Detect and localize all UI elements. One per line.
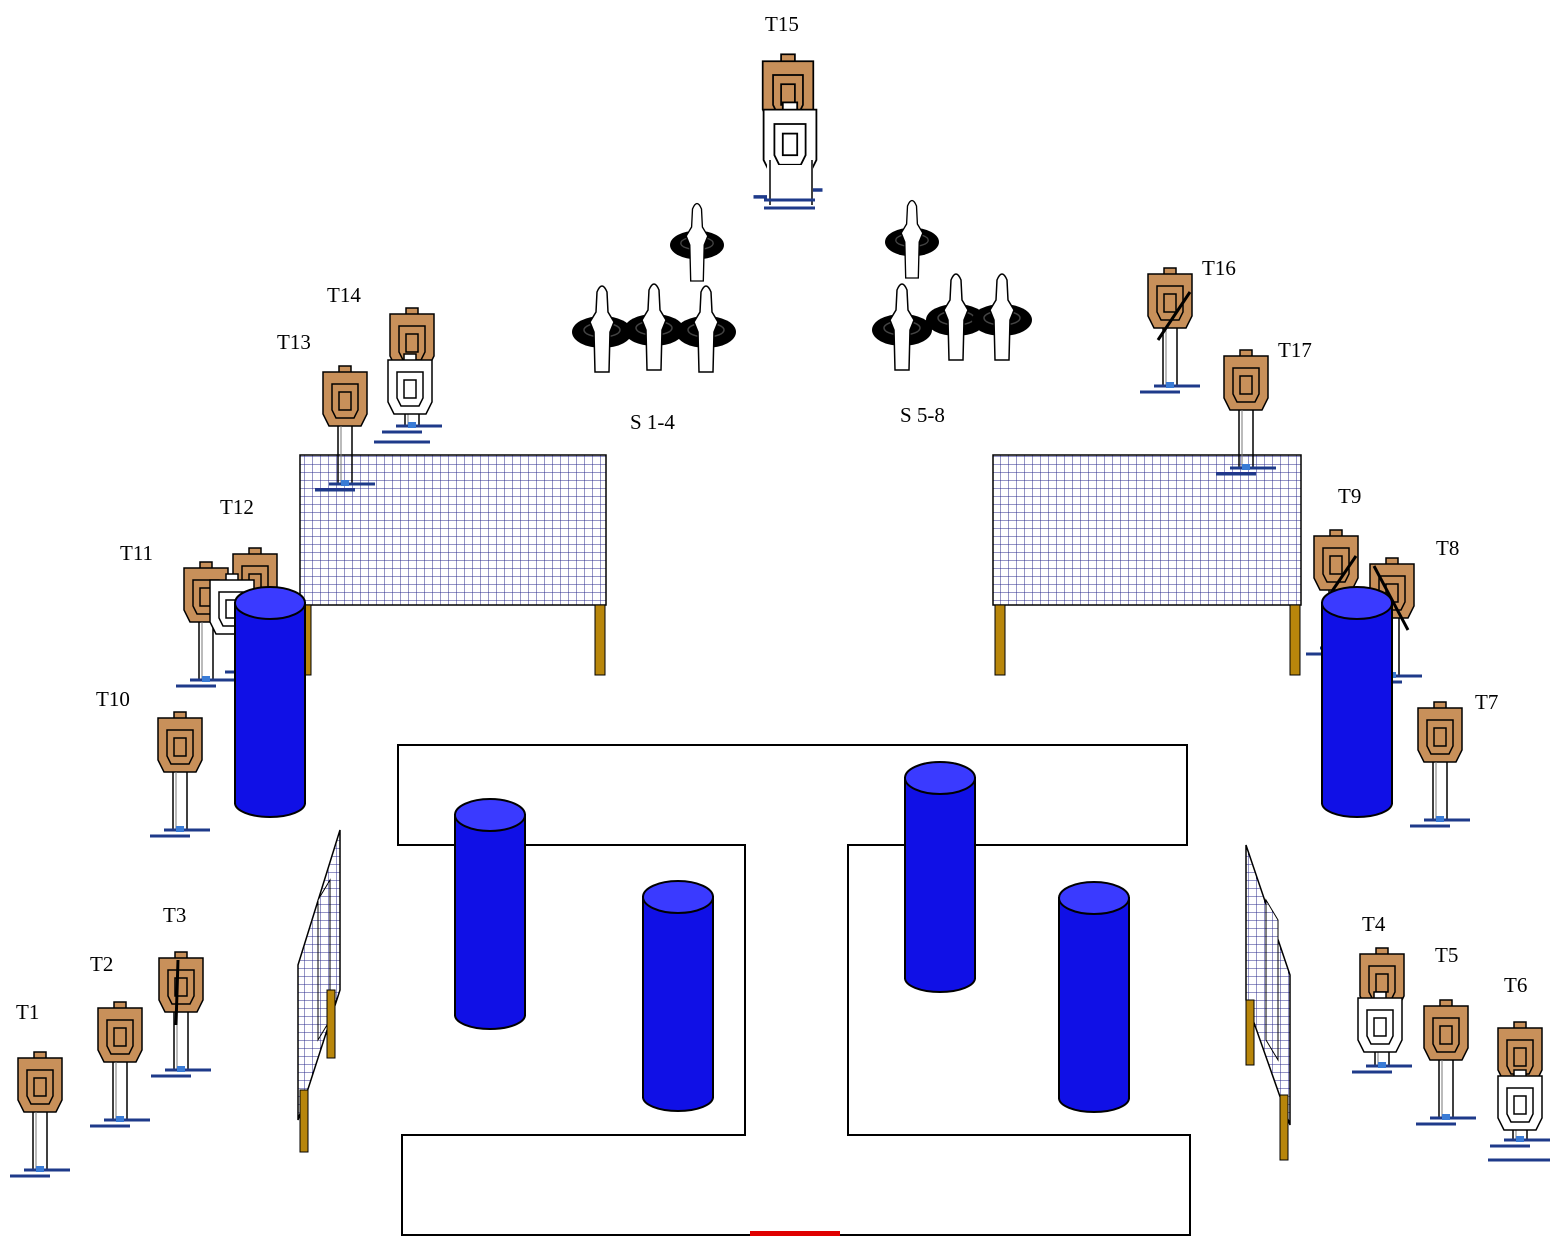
- barrel-center-left-2: [642, 880, 714, 1112]
- label-T14: T14: [327, 283, 361, 307]
- label-T10: T10: [96, 687, 130, 711]
- label-T4: T4: [1362, 912, 1386, 936]
- label-T8: T8: [1436, 536, 1459, 560]
- label-T15: T15: [765, 12, 799, 36]
- target-T6: [1488, 1020, 1552, 1162]
- wall-right-side: [1245, 844, 1291, 1161]
- target-T7: [1408, 700, 1472, 828]
- target-T16: [1138, 266, 1202, 394]
- target-T10: [148, 710, 212, 838]
- label-T9: T9: [1338, 484, 1361, 508]
- label-T5: T5: [1435, 943, 1458, 967]
- barrel-center-right-2: [1058, 881, 1130, 1113]
- label-S1-4: S 1-4: [630, 410, 675, 434]
- shooting-area: [397, 744, 1191, 1236]
- target-T14: [374, 306, 444, 444]
- label-T11: T11: [120, 541, 153, 565]
- label-T7: T7: [1475, 690, 1498, 714]
- target-T1: [8, 1050, 72, 1178]
- label-T16: T16: [1202, 256, 1236, 280]
- target-T15: [751, 52, 825, 210]
- barrel-center-left-1: [454, 798, 526, 1030]
- start-position: [750, 1231, 840, 1236]
- label-T12: T12: [220, 495, 254, 519]
- wall-left-side: [297, 829, 341, 1153]
- label-T2: T2: [90, 952, 113, 976]
- steel-group-S1-4: [571, 202, 737, 373]
- barrel-right-back: [1321, 586, 1393, 818]
- label-T3: T3: [163, 903, 186, 927]
- barrel-left-back: [234, 586, 306, 818]
- label-T1: T1: [16, 1000, 39, 1024]
- label-T6: T6: [1504, 973, 1527, 997]
- wall-right-back: [992, 454, 1302, 676]
- barrel-center-right-1: [904, 761, 976, 993]
- target-T2: [88, 1000, 152, 1128]
- steel-group-S5-8: [871, 199, 1033, 371]
- target-T5: [1414, 998, 1478, 1126]
- target-T3: [149, 950, 213, 1078]
- label-T13: T13: [277, 330, 311, 354]
- label-T17: T17: [1278, 338, 1312, 362]
- wall-left-back: [299, 454, 607, 676]
- target-T4: [1350, 946, 1414, 1074]
- label-S5-8: S 5-8: [900, 403, 945, 427]
